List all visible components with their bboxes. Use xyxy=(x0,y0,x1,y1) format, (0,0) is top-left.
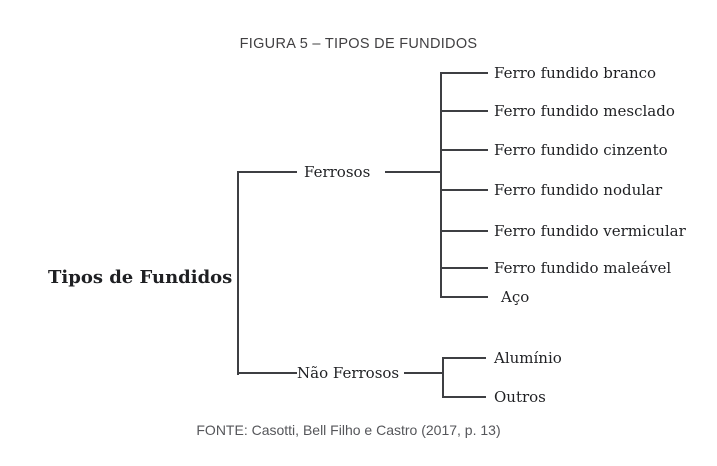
leaf-label-ferro-cinzento: Ferro fundido cinzento xyxy=(494,141,668,159)
nao-ferrosos-trunk-line xyxy=(442,357,444,398)
branch-line-outros xyxy=(442,396,486,398)
leaf-label-outros: Outros xyxy=(494,388,546,406)
leaf-label-ferro-branco: Ferro fundido branco xyxy=(494,64,657,82)
leaf-label-aluminio: Alumínio xyxy=(494,349,562,367)
leaf-label-ferro-nodular: Ferro fundido nodular xyxy=(494,181,663,199)
figure-source-citation: FONTE: Casotti, Bell Filho e Castro (201… xyxy=(196,422,501,438)
branch-line-ferro-mesclado xyxy=(440,110,488,112)
ferrosos-trunk-line xyxy=(440,72,442,298)
leaf-label-ferro-maleavel: Ferro fundido maleável xyxy=(494,259,672,277)
tree-root-label: Tipos de Fundidos xyxy=(48,267,233,288)
branch-line-ferro-cinzento xyxy=(440,149,488,151)
nao-ferrosos-connector-line xyxy=(404,372,443,374)
branch-label-ferrosos: Ferrosos xyxy=(304,163,371,181)
branch-line-ferro-maleavel xyxy=(440,267,488,269)
root-bracket-vertical-line xyxy=(237,171,239,375)
branch-line-ferro-vermicular xyxy=(440,230,488,232)
leaf-label-aco: Aço xyxy=(501,288,530,306)
branch-line-aco xyxy=(440,296,488,298)
root-to-nao-ferrosos-line xyxy=(237,372,297,374)
branch-label-nao-ferrosos: Não Ferrosos xyxy=(297,364,400,382)
root-to-ferrosos-line xyxy=(237,171,297,173)
ferrosos-connector-line xyxy=(385,171,441,173)
branch-line-aluminio xyxy=(442,357,486,359)
figure-title: FIGURA 5 – TIPOS DE FUNDIDOS xyxy=(239,36,478,52)
leaf-label-ferro-vermicular: Ferro fundido vermicular xyxy=(494,222,686,240)
leaf-label-ferro-mesclado: Ferro fundido mesclado xyxy=(494,102,675,120)
branch-line-ferro-nodular xyxy=(440,189,488,191)
branch-line-ferro-branco xyxy=(440,72,488,74)
